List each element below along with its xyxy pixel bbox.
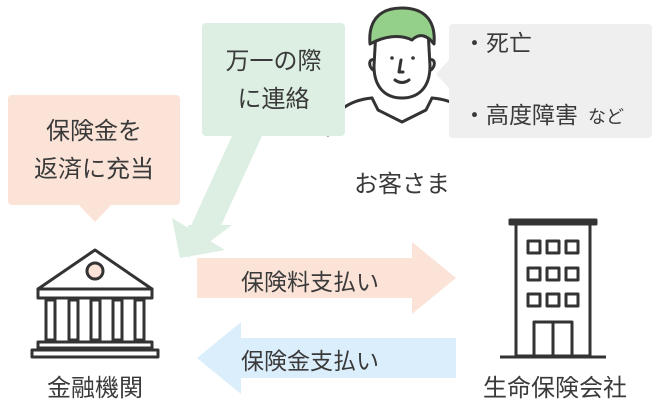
conditions-list: ・死亡 ・高度障害など bbox=[463, 0, 624, 172]
contact-bubble: 万一の際 に連絡 bbox=[202, 23, 345, 136]
contact-arrow bbox=[172, 136, 262, 258]
bank-label: 金融機関 bbox=[47, 374, 143, 402]
conditions-bubble: ・死亡 ・高度障害など bbox=[449, 24, 652, 138]
bank-icon bbox=[30, 248, 160, 359]
benefit-arrow-label: 保険金支払い bbox=[241, 349, 379, 375]
insurer-building-icon bbox=[500, 218, 606, 359]
customer-icon bbox=[326, 6, 478, 137]
condition-disability-text: ・高度障害 bbox=[463, 103, 578, 129]
repay-bubble-tail bbox=[78, 204, 112, 222]
premium-arrow bbox=[197, 242, 456, 314]
premium-arrow-label: 保険料支払い bbox=[241, 270, 379, 296]
benefit-arrow bbox=[197, 322, 456, 394]
insurer-label: 生命保険会社 bbox=[483, 374, 627, 402]
customer-label: お客さま bbox=[354, 170, 450, 198]
condition-death: ・死亡 bbox=[463, 31, 532, 57]
repay-bubble-text: 保険金を 返済に充当 bbox=[34, 117, 154, 183]
conditions-suffix: など bbox=[588, 107, 624, 128]
repay-bubble: 保険金を 返済に充当 bbox=[8, 95, 180, 205]
conditions-bubble-tail bbox=[436, 60, 449, 88]
condition-disability: ・高度障害など bbox=[463, 98, 624, 136]
contact-bubble-text: 万一の際 に連絡 bbox=[225, 46, 322, 113]
